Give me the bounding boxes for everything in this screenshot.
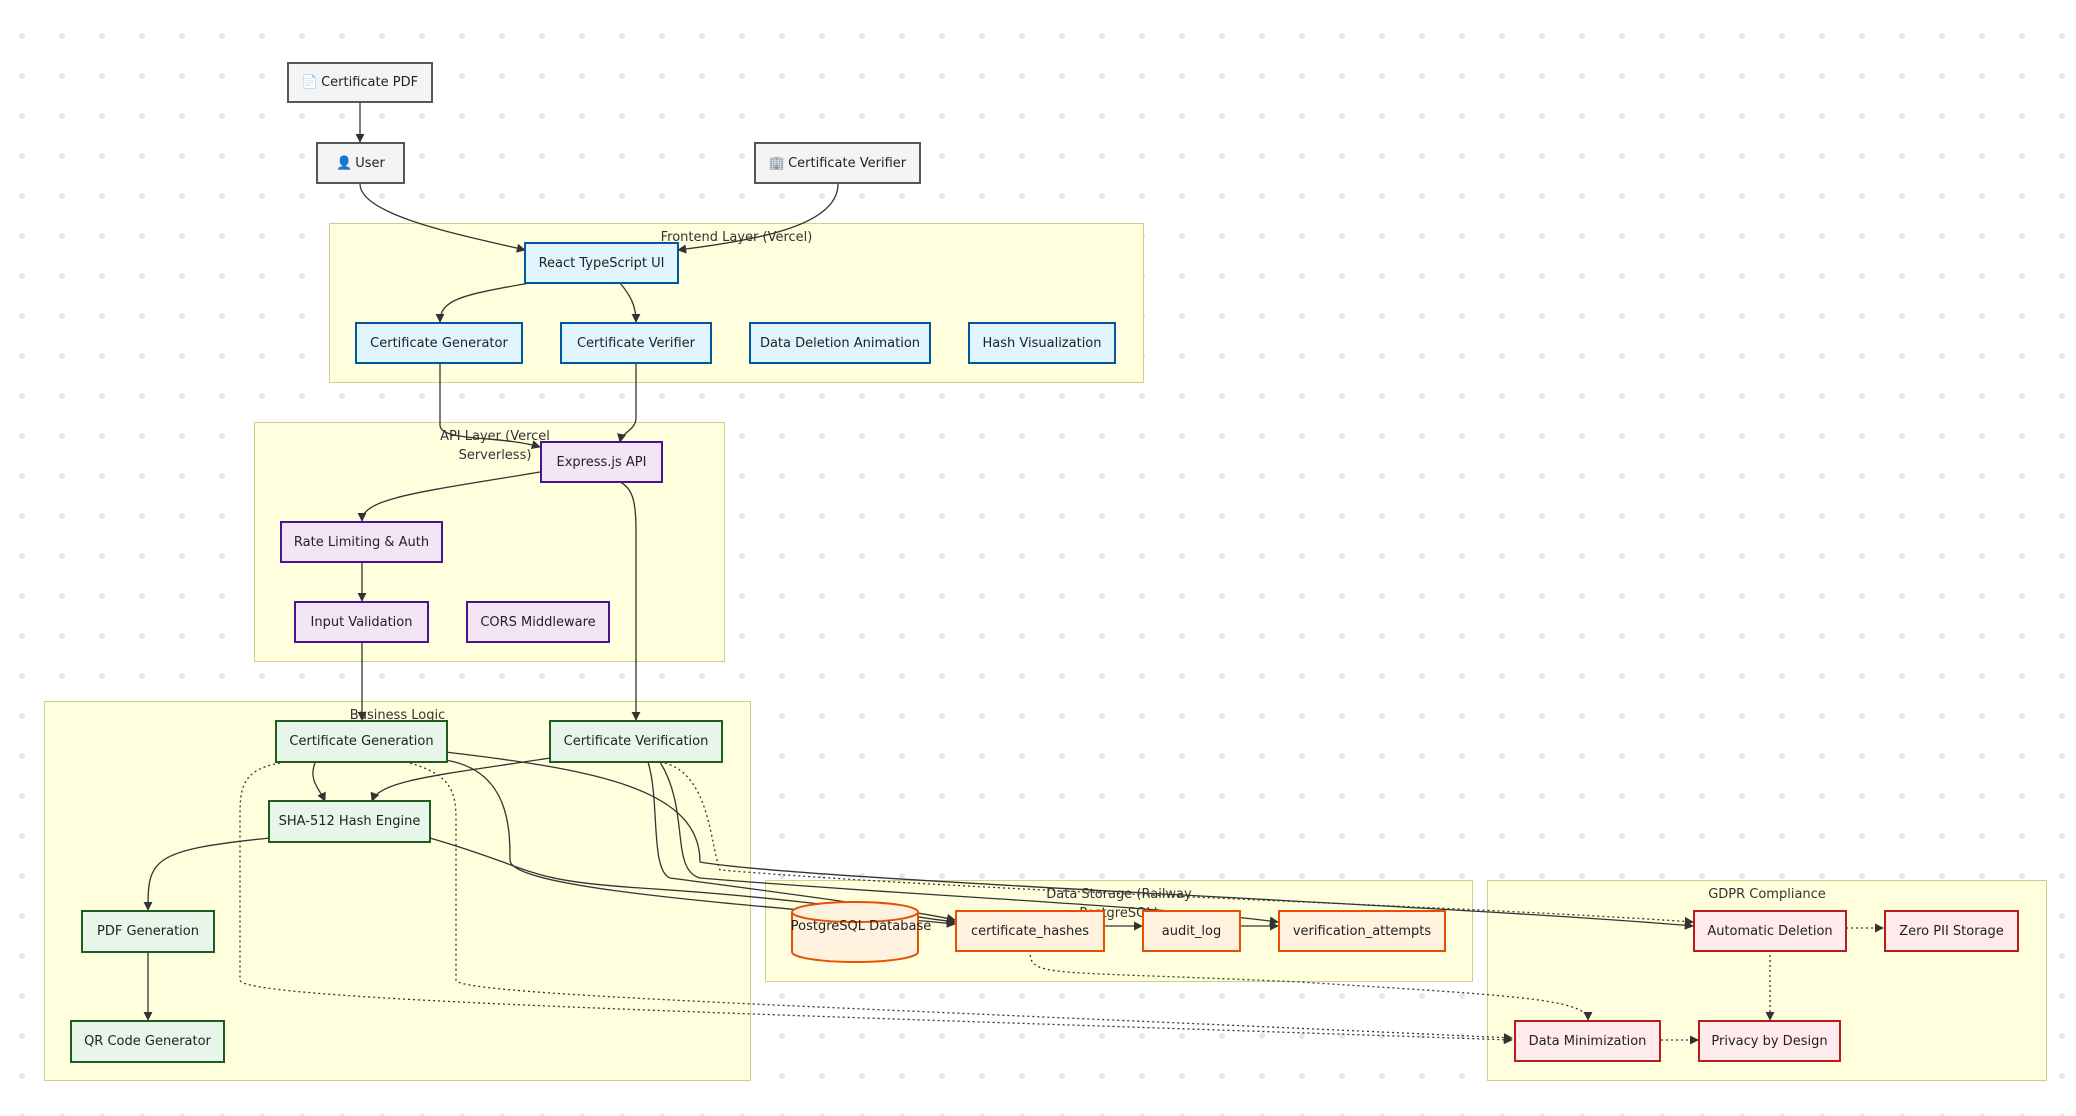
cors-middleware-node[interactable]: CORS Middleware <box>466 601 610 643</box>
edge-generation-to-hashes <box>444 759 956 928</box>
edge-verification-to-hashes <box>647 761 956 923</box>
certificate-verifier-node[interactable]: Certificate Verifier <box>560 322 712 364</box>
privacy-by-design-node[interactable]: Privacy by Design <box>1698 1020 1841 1062</box>
user-icon: 👤 <box>336 155 353 171</box>
data-minimization-node[interactable]: Data Minimization <box>1514 1020 1661 1062</box>
react-ui-node[interactable]: React TypeScript UI <box>524 242 679 284</box>
pdf-generation-node[interactable]: PDF Generation <box>81 910 215 953</box>
certificate-pdf-label: Certificate PDF <box>321 75 419 90</box>
edge-verification-to-sha <box>370 757 551 802</box>
postgres-database-label: PostgreSQL Database <box>790 919 932 934</box>
express-api-node[interactable]: Express.js API <box>540 441 663 483</box>
postgres-cylinder <box>791 901 919 963</box>
rate-limiting-node[interactable]: Rate Limiting & Auth <box>280 521 443 563</box>
verification-attempts-node[interactable]: verification_attempts <box>1278 910 1446 952</box>
certificate-verification-node[interactable]: Certificate Verification <box>549 720 723 763</box>
subgraph-business: Business Logic <box>44 701 751 1081</box>
subgraph-api-title: API Layer (Vercel Serverless) <box>440 429 550 463</box>
certificate-hashes-node[interactable]: certificate_hashes <box>955 910 1105 952</box>
user-node[interactable]: 👤User <box>316 142 405 184</box>
certificate-pdf-node[interactable]: 📄Certificate PDF <box>287 62 433 103</box>
certificate-generator-node[interactable]: Certificate Generator <box>355 322 523 364</box>
audit-log-node[interactable]: audit_log <box>1142 910 1241 952</box>
edge-generation-to-deletion <box>444 751 1694 930</box>
edge-express-to-verification <box>619 481 641 721</box>
document-icon: 📄 <box>301 75 319 90</box>
edge-generation-to-sha <box>312 762 326 802</box>
sha512-engine-node[interactable]: SHA-512 Hash Engine <box>268 800 431 843</box>
input-validation-node[interactable]: Input Validation <box>294 601 429 643</box>
automatic-deletion-node[interactable]: Automatic Deletion <box>1693 910 1847 952</box>
edge-verifier-to-react <box>677 183 839 254</box>
certificate-verifier-actor-label: Certificate Verifier <box>788 155 907 171</box>
subgraph-storage-title: Data Storage (Railway PostgreSQL) <box>1046 887 1192 921</box>
edge-verification-to-attempts <box>659 761 1279 926</box>
edge-verification-to-deletion <box>659 761 1694 926</box>
edge-express-to-ratelimit <box>357 471 541 522</box>
data-deletion-animation-node[interactable]: Data Deletion Animation <box>749 322 931 364</box>
certificate-verifier-actor-node[interactable]: 🏢Certificate Verifier <box>754 142 921 184</box>
edge-react-to-generator <box>435 282 531 323</box>
subgraph-frontend-title: Frontend Layer (Vercel) <box>660 230 813 245</box>
zero-pii-storage-node[interactable]: Zero PII Storage <box>1884 910 2019 952</box>
user-label: User <box>355 155 385 171</box>
edge-user-to-react <box>359 183 526 253</box>
edge-generator-to-express <box>439 364 541 450</box>
building-icon: 🏢 <box>768 155 786 171</box>
qr-code-generator-node[interactable]: QR Code Generator <box>70 1020 225 1063</box>
edge-hashes-to-minimization <box>1029 949 1593 1021</box>
hash-visualization-node[interactable]: Hash Visualization <box>968 322 1116 364</box>
edge-generation-to-minimization-2 <box>409 762 1513 1043</box>
edge-verifier-to-express <box>617 364 637 443</box>
certificate-generation-node[interactable]: Certificate Generation <box>275 720 448 763</box>
edge-react-to-verifier <box>619 282 641 323</box>
subgraph-gdpr-title: GDPR Compliance <box>1708 887 1826 902</box>
edge-sha-to-pdf <box>143 837 271 911</box>
